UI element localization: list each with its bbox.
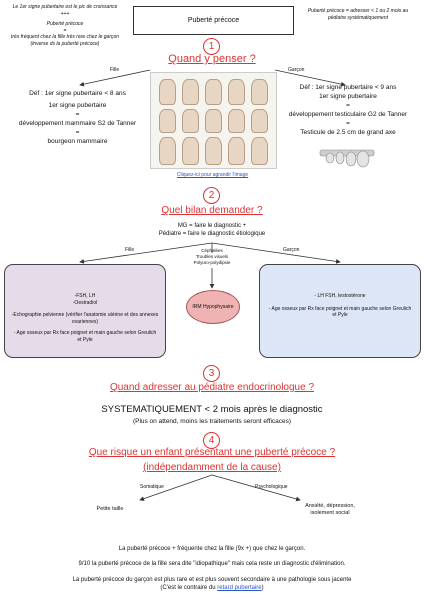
psych-consequences: Anxiété, dépression, isolement social — [305, 503, 355, 516]
girl-def-age: Déf : 1er signe pubertaire < 8 ans — [29, 90, 126, 97]
section-3-number: 3 — [203, 365, 220, 382]
girl-def-eq-2: = — [75, 129, 80, 136]
footer-boy-suffix: ) — [261, 585, 264, 591]
boy-workup-hormones: - LH FSH, testostérone — [314, 293, 366, 299]
footer-boy-line1: La puberté précoce du garçon est plus ra… — [72, 577, 352, 583]
girl-label-1: Fille — [110, 67, 120, 73]
equals-sign: = — [63, 27, 67, 34]
section-4-number: 4 — [203, 432, 220, 449]
boy-definition: Déf : 1er signe pubertaire < 9 ans 1er s… — [278, 83, 418, 137]
footer-frequency: La puberté précoce + fréquente chez la f… — [118, 546, 306, 552]
section-4-title: Que risque un enfant présentant une pube… — [88, 447, 336, 458]
symptom-polyuro: Polyuro-polydipsie — [193, 260, 231, 265]
tanner-figure-icon — [159, 109, 176, 133]
boy-workup-box: - LH FSH, testostérone - Age osseux par … — [259, 264, 421, 358]
girl-def-tanner: développement mammaire S2 de Tanner — [18, 120, 137, 127]
pediatre-role: Pédiatre = faire le diagnostic étiologiq… — [158, 231, 266, 237]
referral-note: (Plus on attend, moins les traitements s… — [132, 418, 292, 425]
petite-taille: Petite taille — [96, 506, 124, 512]
girl-def-first-sign: 1er signe pubertaire — [48, 102, 107, 109]
enlarge-image-link[interactable]: Cliquez-ici pour agrandir l'image — [176, 172, 249, 178]
section-4-subtitle: (indépendamment de la cause) — [143, 462, 281, 473]
tanner-figure-icon — [205, 137, 222, 165]
irm-hypophysaire: IRM Hypophysaire — [186, 290, 240, 324]
orchidometer-icon — [319, 149, 375, 168]
girl-workup-oestradiol: -Oestradiol — [72, 299, 98, 306]
pic-croissance-note: Le 1er signe pubertaire est le pic de cr… — [12, 4, 118, 17]
girl-def-bourgeon: bourgeon mammaire — [47, 138, 108, 145]
tanner-figure-icon — [182, 79, 199, 105]
mg-role: MG = faire le diagnostic + — [177, 223, 247, 229]
tanner-figure-icon — [251, 109, 268, 133]
footer-boy-line2: (C'est le contraire du retard pubertaire… — [10, 584, 414, 592]
neuro-symptoms: Céphalées Troubles visuels Polyuro-polyd… — [176, 248, 248, 266]
section-1-number: 1 — [203, 38, 220, 55]
boy-def-age: Déf : 1er signe pubertaire < 9 ans — [299, 84, 397, 91]
bilan-roles: MG = faire le diagnostic + Pédiatre = fa… — [112, 222, 312, 238]
girl-workup-bone-age: - Age osseux par Rx face poignet et main… — [13, 330, 157, 343]
systematic-referral: SYSTEMATIQUEMENT < 2 mois après le diagn… — [101, 404, 323, 415]
section-2-number: 2 — [203, 187, 220, 204]
tanner-figure-icon — [251, 137, 268, 165]
tanner-figure-icon — [228, 137, 245, 165]
top-left-note: Le 1er signe pubertaire est le pic de cr… — [10, 4, 120, 47]
tanner-figure-icon — [205, 109, 222, 133]
section-1-title: Quand y penser ? — [168, 53, 256, 65]
girl-def-eq-1: = — [75, 111, 80, 118]
tanner-figure-icon — [251, 79, 268, 105]
boy-label-1: Garçon — [288, 67, 305, 73]
footer-boy-prefix: (C'est le contraire du — [160, 585, 216, 591]
footer-idiopathic: 9/10 la puberté précoce de la fille sera… — [78, 561, 346, 567]
top-right-note: Puberté précoce = adresser < 1 ou 2 mois… — [307, 8, 409, 21]
tanner-figure-icon — [228, 109, 245, 133]
boy-def-eq-2: = — [346, 120, 350, 127]
puberte-precoce-label: Puberté précoce — [46, 21, 84, 27]
boy-label-2: Garçon — [283, 247, 300, 253]
tanner-figure-icon — [205, 79, 222, 105]
boy-def-eq-1: = — [346, 102, 350, 109]
footer-boy: La puberté précoce du garçon est plus ra… — [10, 576, 414, 592]
tanner-figure-icon — [182, 137, 199, 165]
tanner-figure-icon — [159, 79, 176, 105]
symptom-troubles-visuels: Troubles visuels — [195, 254, 229, 259]
frequence-note: très fréquent chez la fille très rare ch… — [10, 34, 120, 47]
tanner-figure-icon — [228, 79, 245, 105]
retard-pubertaire-link[interactable]: retard pubertaire — [217, 585, 262, 591]
girl-workup-box: -FSH, LH -Oestradiol -Echographie pelvie… — [4, 264, 166, 358]
girl-definition: Déf : 1er signe pubertaire < 8 ans 1er s… — [10, 89, 145, 146]
section-3-title: Quand adresser au pédiatre endocrinologu… — [109, 382, 315, 393]
section-2-title: Quel bilan demander ? — [161, 205, 263, 216]
boy-def-testicule: Testicule de 2.5 cm de grand axe — [300, 129, 396, 136]
tanner-figure-icon — [159, 137, 176, 165]
girl-workup-hormones: -FSH, LH — [74, 293, 96, 299]
somatic-label: Somatique — [140, 484, 164, 490]
boy-def-first-sign: 1er signe pubertaire — [319, 93, 377, 100]
tanner-stages-image[interactable] — [150, 72, 277, 169]
boy-def-tanner: développement testiculaire G2 de Tanner — [288, 111, 408, 118]
girl-label-2: Fille — [125, 247, 135, 253]
girl-workup-echo: -Echographie pelvienne (vérifier l'anato… — [11, 312, 159, 325]
symptom-cephalees: Céphalées — [201, 248, 223, 253]
tanner-figure-icon — [182, 109, 199, 133]
page-title: Puberté précoce — [133, 6, 294, 35]
boy-workup-bone-age: - Age osseux par Rx face poignet et main… — [268, 305, 412, 319]
psychological-label: Psychologique — [255, 484, 288, 490]
